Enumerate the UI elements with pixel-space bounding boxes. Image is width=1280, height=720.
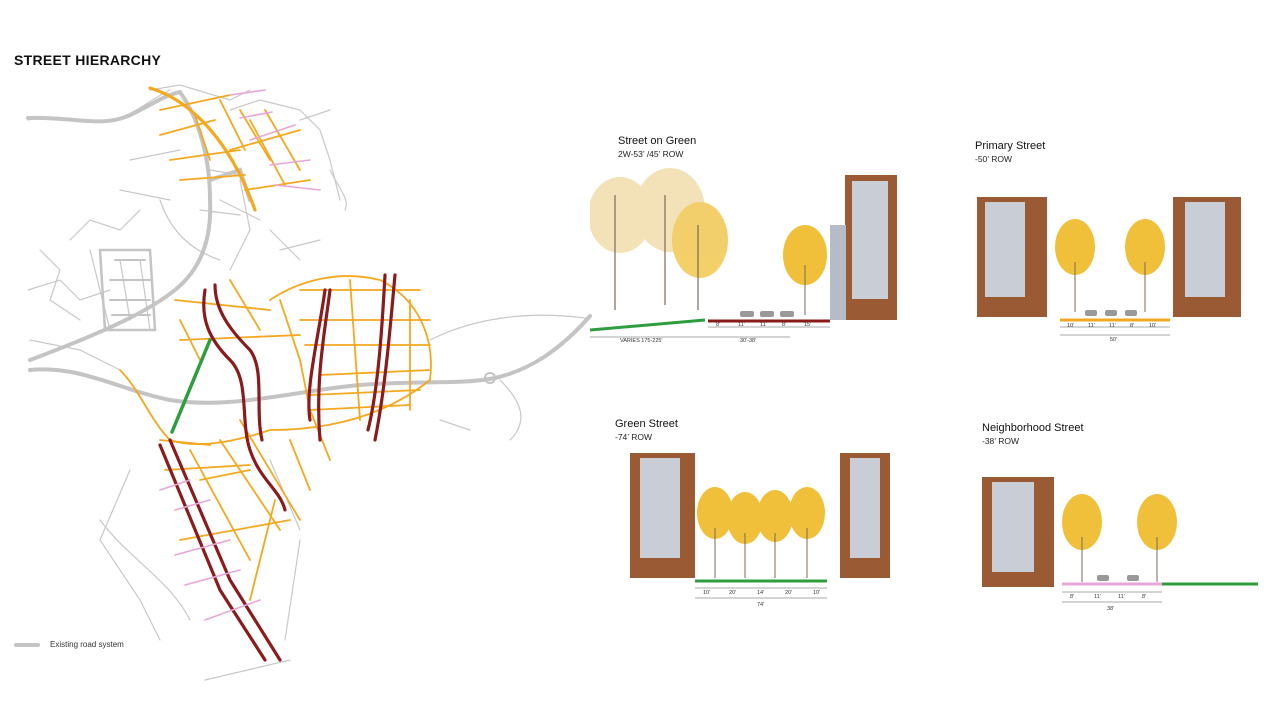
map-legend: Existing road system	[14, 640, 124, 649]
green-edge	[590, 318, 706, 332]
street-tree	[1137, 494, 1177, 550]
dim-label: 20'	[729, 590, 736, 596]
dim-label: 15'	[804, 322, 811, 328]
existing-road-system-main	[26, 90, 592, 405]
street-hierarchy-map	[26, 84, 592, 681]
street-tree	[1062, 494, 1102, 550]
neighborhood-streets	[159, 89, 321, 621]
dim-label: 11'	[1088, 323, 1095, 329]
section-title: Primary Street	[975, 140, 1046, 152]
dim-label: 8'	[782, 322, 786, 328]
street-on-green-link	[170, 338, 212, 434]
green-streets	[158, 273, 397, 662]
roundabout	[484, 372, 497, 384]
section-title: Street on Green	[618, 135, 697, 147]
existing-road-network	[27, 84, 586, 681]
dim-label: 11'	[738, 322, 745, 328]
section-subtitle: -74’ ROW	[615, 432, 652, 442]
total-label: 30'-38'	[740, 338, 756, 344]
total-label: VARIES 175-225'	[620, 338, 663, 344]
cars	[740, 311, 794, 317]
dim-label: 10'	[703, 590, 710, 596]
section-title: Green Street	[615, 418, 678, 430]
legend-swatch-existing-road	[14, 642, 40, 647]
green-street-section-drawing: 10' 20' 14' 20' 10' 74'	[630, 453, 890, 608]
section-green-street: Green Street -74’ ROW 10' 20' 14' 20' 10…	[615, 418, 905, 618]
section-subtitle: -50’ ROW	[975, 154, 1012, 164]
cars	[1085, 310, 1137, 316]
street-tree	[783, 225, 827, 285]
section-title: Neighborhood Street	[982, 422, 1084, 434]
total-label: 74'	[757, 602, 764, 608]
section-neighborhood-street: Neighborhood Street -38’ ROW 8' 11' 11' …	[982, 422, 1262, 622]
primary-street-section-drawing: 10' 11' 11' 8' 10' 50'	[977, 197, 1241, 343]
section-subtitle: 2W-53’ /45’ ROW	[618, 149, 684, 159]
section-street-on-green: Street on Green 2W-53’ /45’ ROW 8' 11' 1…	[590, 135, 910, 385]
dim-label: 11'	[1118, 594, 1125, 600]
dim-label: 20'	[785, 590, 792, 596]
neighborhood-street-section-drawing: 8' 11' 11' 8' 38'	[982, 477, 1258, 612]
dim-label: 8'	[1070, 594, 1074, 600]
street-tree	[1055, 219, 1095, 275]
section-subtitle: -38’ ROW	[982, 436, 1019, 446]
dim-label: 10'	[1067, 323, 1074, 329]
dim-label: 10'	[1149, 323, 1156, 329]
dim-label: 11'	[1109, 323, 1116, 329]
page-title: STREET HIERARCHY	[14, 52, 162, 68]
tree-cluster	[590, 168, 728, 278]
dim-label: 11'	[760, 322, 767, 328]
dim-label: 14'	[757, 590, 764, 596]
legend-label: Existing road system	[50, 640, 124, 649]
section-primary-street: Primary Street -50’ ROW 10' 11' 11' 8' 1…	[975, 140, 1265, 350]
street-on-green-section-drawing: 8' 11' 11' 8' 15' VARIES 175-225' 30'-38…	[590, 168, 897, 344]
dim-label: 11'	[1094, 594, 1101, 600]
total-label: 50'	[1110, 337, 1117, 343]
dim-label: 10'	[813, 590, 820, 596]
dim-label: 8'	[1130, 323, 1134, 329]
dim-label: 8'	[716, 322, 720, 328]
dim-label: 8'	[1142, 594, 1146, 600]
cars	[1097, 575, 1139, 581]
total-label: 38'	[1107, 606, 1114, 612]
tree-row	[697, 487, 825, 544]
street-tree	[1125, 219, 1165, 275]
